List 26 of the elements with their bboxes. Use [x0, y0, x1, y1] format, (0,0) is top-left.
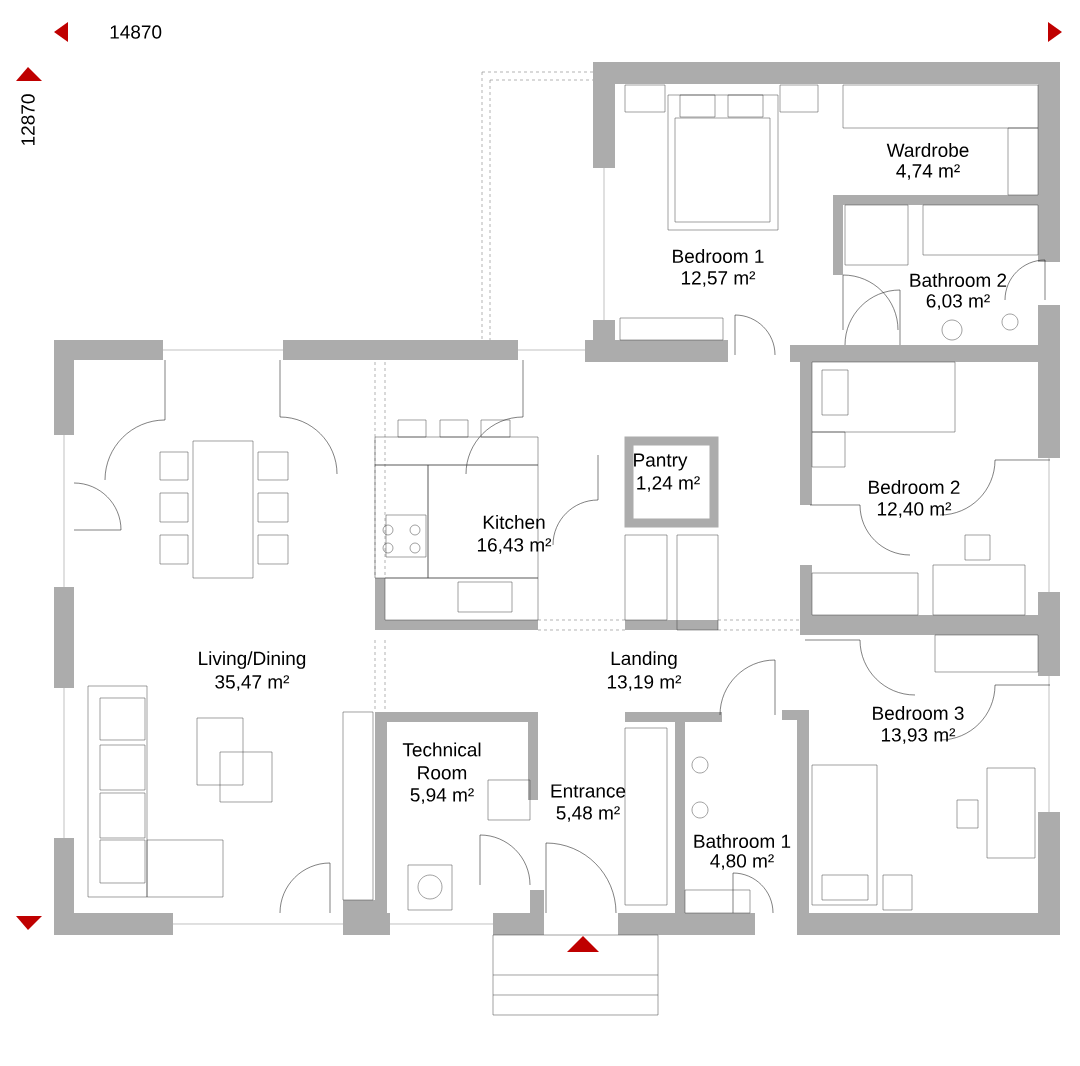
- area-label: 5,48 m²: [556, 806, 620, 822]
- area-label: 13,19 m²: [607, 675, 682, 691]
- room-label: Living/Dining: [199, 651, 306, 669]
- area-label: 6,03 m²: [926, 294, 990, 310]
- room-label: Bedroom 1: [673, 249, 764, 263]
- area-label: 12,40 m²: [877, 502, 952, 518]
- area-label: 1,24 m²: [637, 476, 700, 492]
- room-label: Bedroom 3: [873, 706, 964, 720]
- dimension-label: 12870: [21, 94, 35, 145]
- room-label: Wardrobe: [886, 143, 969, 157]
- room-label: Technical Room: [402, 742, 481, 780]
- area-label: 13,93 m²: [881, 728, 956, 744]
- area-label: 4,74 m²: [896, 164, 960, 180]
- area-label: 12,57 m²: [681, 271, 756, 287]
- room-label: Landing: [611, 651, 677, 669]
- room-label: Pantry: [634, 453, 688, 471]
- area-label: 35,47 m²: [215, 675, 290, 691]
- room-label: Bathroom 1: [694, 834, 791, 848]
- room-label: Bathroom 2: [910, 273, 1007, 287]
- room-label: Entrance: [551, 784, 626, 798]
- area-label: 16,43 m²: [477, 538, 552, 554]
- dimension-label: 14870: [110, 25, 162, 39]
- area-label: 4,80 m²: [710, 854, 774, 870]
- room-label: Kitchen: [483, 515, 545, 529]
- area-label: 5,94 m²: [410, 788, 474, 804]
- room-label: Bedroom 2: [869, 480, 960, 494]
